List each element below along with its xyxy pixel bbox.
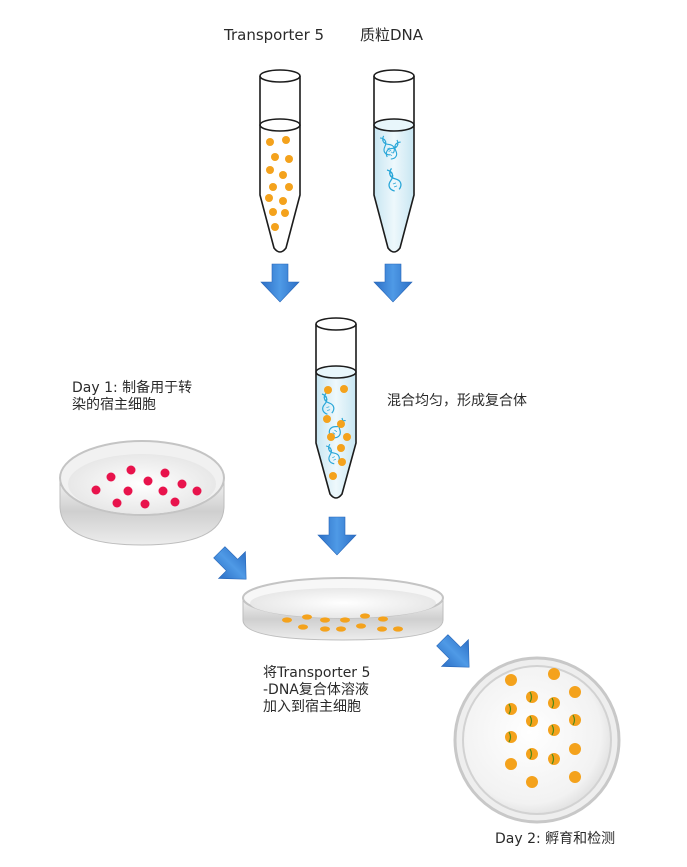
transfected-cells [505,668,581,788]
transfection-dish-icon [242,577,444,641]
host-cell-dish-icon [59,440,225,546]
arrow-diagonal-icon [428,626,483,681]
complex-particles [282,613,403,632]
day1-label-line1: Day 1: 制备用于转 [72,380,193,396]
day1-label-line2: 染的宿主细胞 [72,397,156,413]
plasmid-tube-icon [373,69,415,253]
day2-label: Day 2: 孵育和检测 [495,831,616,847]
add-label-line3: 加入到宿主细胞 [263,699,361,715]
arrow-down-icon [260,263,300,303]
mix-label: 混合均匀，形成复合体 [387,393,527,409]
arrow-down-icon [317,516,357,556]
host-cells [91,465,202,509]
incubation-plate-icon [453,656,621,824]
plasmid-dna-label: 质粒DNA [360,26,424,44]
arrow-diagonal-icon [205,538,260,593]
complex-tube-icon [315,317,357,499]
arrow-down-icon [373,263,413,303]
add-label-line1: 将Transporter 5 [263,665,371,681]
transporter-particles [265,136,293,231]
transporter-tube-icon [259,69,301,253]
add-label-line2: -DNA复合体溶液 [263,682,369,698]
transporter-label: Transporter 5 [224,26,325,44]
